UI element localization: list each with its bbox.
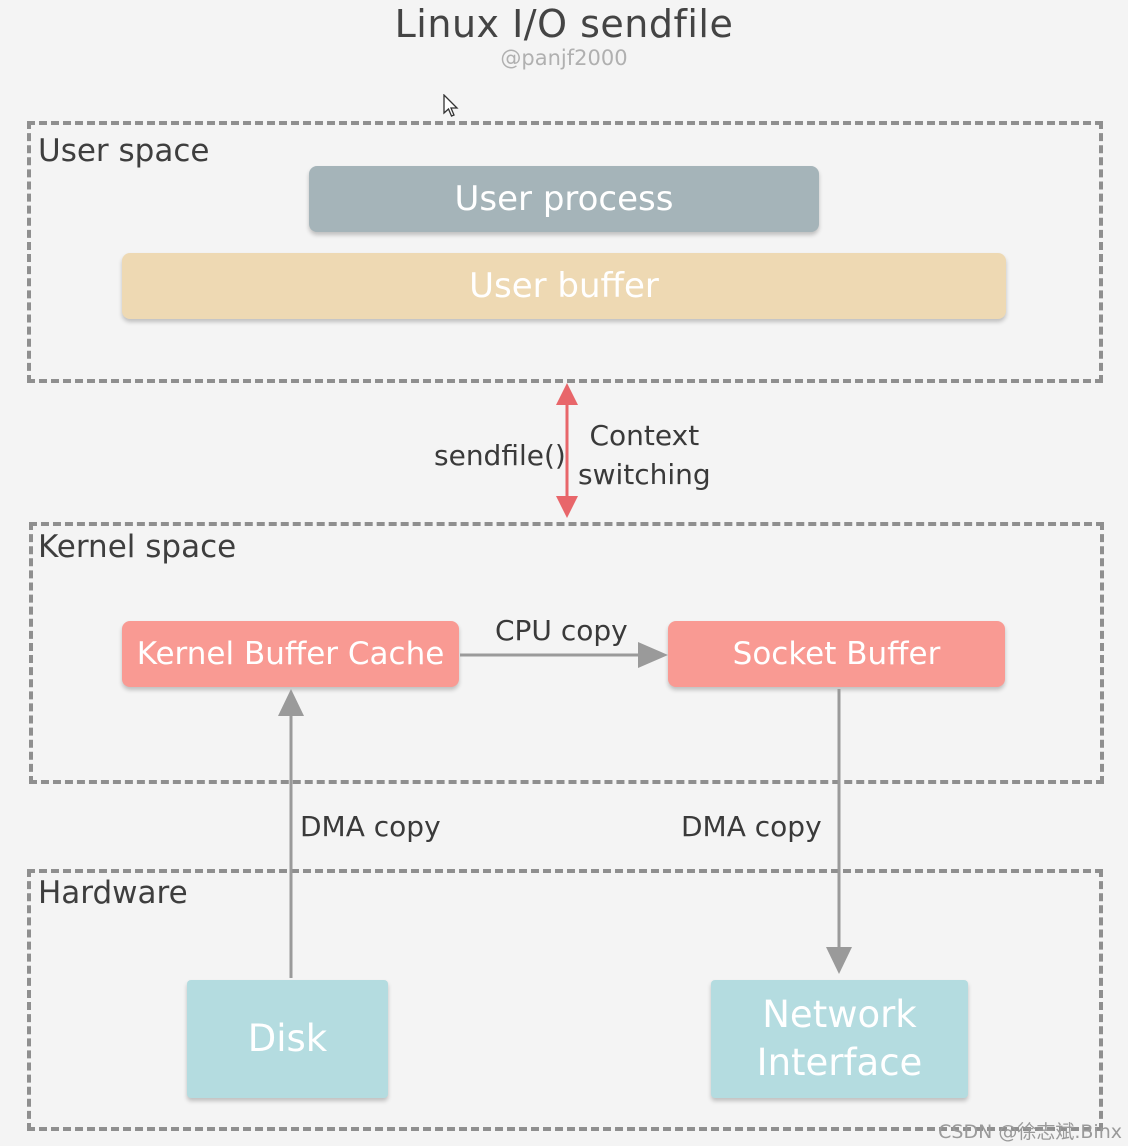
socket-buffer-box: Socket Buffer — [668, 621, 1005, 687]
dma-copy-up-arrow — [278, 689, 304, 978]
diagram-title: Linux I/O sendfile — [394, 2, 734, 46]
user-space-region — [27, 121, 1103, 383]
user-buffer-label: User buffer — [469, 265, 659, 306]
context-switching-line1: Context — [589, 419, 700, 452]
user-process-label: User process — [454, 178, 674, 219]
csdn-watermark: CSDN @徐志斌.Binx — [938, 1121, 1122, 1143]
kernel-space-region — [29, 522, 1104, 784]
sendfile-label: sendfile() — [434, 439, 566, 472]
kernel-buffer-cache-box: Kernel Buffer Cache — [122, 621, 459, 687]
network-interface-label-line2: Interface — [756, 1041, 923, 1084]
dma-copy-left-label: DMA copy — [300, 810, 441, 843]
context-switch-arrow — [556, 383, 578, 518]
dma-copy-right-label: DMA copy — [681, 810, 822, 843]
user-buffer-box: User buffer — [122, 253, 1006, 319]
context-switching-line2: switching — [578, 458, 711, 492]
cpu-copy-arrow — [460, 642, 668, 668]
diagram-subtitle: @panjf2000 — [500, 46, 628, 70]
context-switching-label: Context switching — [578, 416, 711, 494]
dma-copy-down-arrow — [826, 689, 852, 974]
network-interface-label-line1: Network — [762, 992, 917, 1036]
disk-box: Disk — [187, 980, 388, 1098]
kernel-space-label: Kernel space — [38, 529, 237, 565]
kernel-buffer-cache-label: Kernel Buffer Cache — [136, 635, 445, 672]
hardware-region — [27, 869, 1103, 1131]
mouse-cursor-icon — [443, 94, 459, 117]
user-space-label: User space — [38, 133, 210, 169]
user-process-box: User process — [309, 166, 819, 232]
network-interface-box: Network Interface — [711, 980, 968, 1098]
cpu-copy-label: CPU copy — [495, 614, 628, 647]
hardware-label: Hardware — [38, 875, 188, 911]
disk-label: Disk — [247, 1016, 328, 1060]
socket-buffer-label: Socket Buffer — [732, 635, 941, 672]
